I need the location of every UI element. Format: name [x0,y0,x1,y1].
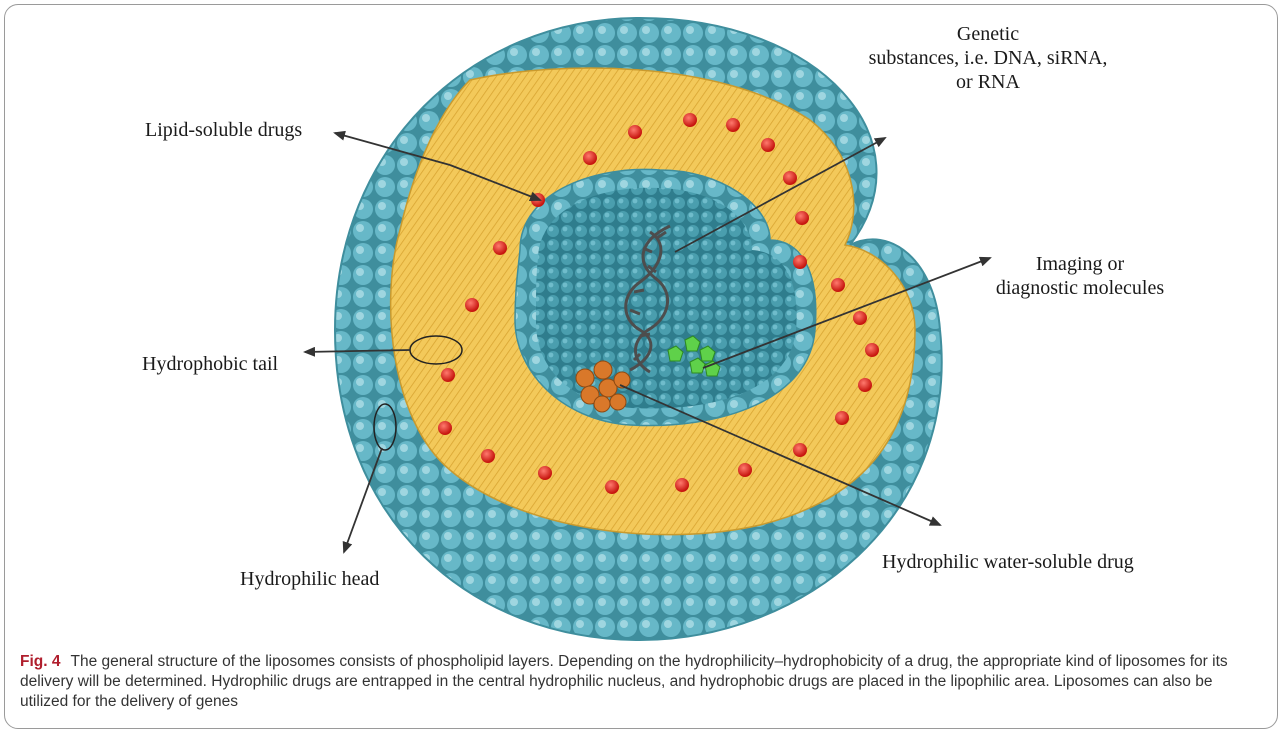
label-genetic-line2: substances, i.e. DNA, siRNA, [848,46,1128,70]
figure-caption: Fig. 4 The general structure of the lipo… [20,652,1264,712]
label-imaging: Imaging or diagnostic molecules [960,252,1200,300]
label-lipid-soluble: Lipid-soluble drugs [145,118,302,142]
label-genetic-line1: Genetic [848,22,1128,46]
caption-figure-number: Fig. 4 [20,653,60,670]
label-genetic-line3: or RNA [848,70,1128,94]
label-imaging-line1: Imaging or [960,252,1200,276]
label-hydrophilic-drug: Hydrophilic water-soluble drug [882,550,1134,574]
label-imaging-line2: diagnostic molecules [960,276,1200,300]
label-genetic: Genetic substances, i.e. DNA, siRNA, or … [848,22,1128,94]
caption-text: The general structure of the liposomes c… [20,653,1228,710]
label-hydrophilic-head: Hydrophilic head [240,567,379,591]
label-hydrophobic-tail: Hydrophobic tail [142,352,278,376]
